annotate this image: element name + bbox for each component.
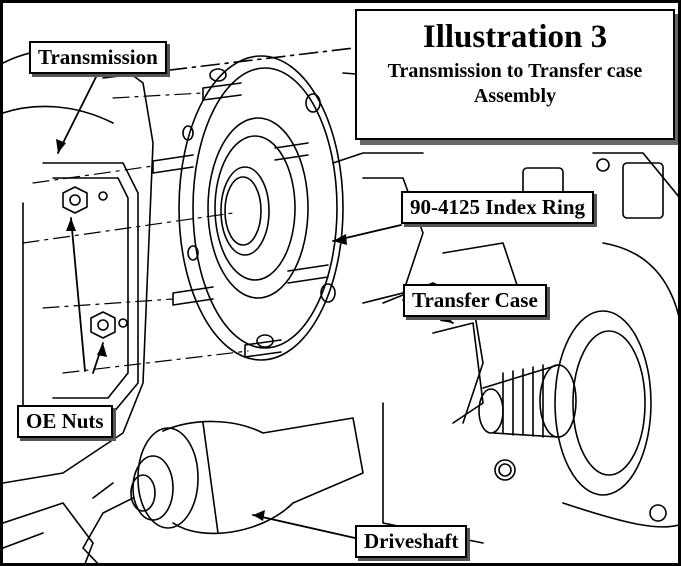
- assembly-line-drawing: [3, 22, 678, 563]
- title-main: Illustration 3: [422, 19, 608, 55]
- output-shaft: [478, 310, 652, 496]
- alignment-lines: [22, 92, 249, 374]
- oe-nut-upper: [62, 186, 108, 214]
- index-ring-flange: [178, 55, 344, 361]
- label-oe-nuts: OE Nuts: [17, 405, 113, 439]
- flange-studs: [152, 82, 329, 358]
- arrowheads: [56, 139, 453, 521]
- title-subtitle: Transmission to Transfer case Assembly: [387, 60, 643, 108]
- leader-arrows: [57, 72, 454, 539]
- driveshaft-drawing: [82, 417, 364, 563]
- label-driveshaft: Driveshaft: [355, 525, 468, 559]
- label-transfer-case: Transfer Case: [403, 284, 547, 318]
- oe-nut-lower: [90, 311, 128, 339]
- title-box: Illustration 3 Transmission to Transfer …: [355, 9, 675, 140]
- label-index-ring: 90-4125 Index Ring: [401, 191, 595, 225]
- label-transmission: Transmission: [29, 41, 167, 75]
